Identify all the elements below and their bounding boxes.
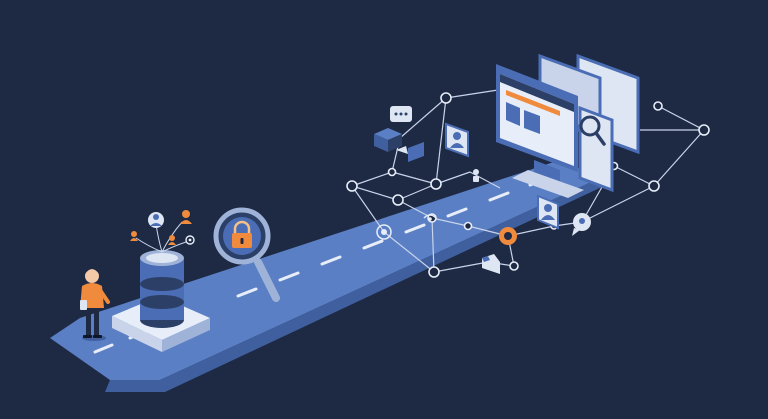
database-icon: [112, 250, 210, 352]
pathway-shadow-edge: [105, 178, 604, 392]
chat-bubble-icon: [572, 213, 591, 236]
user-avatar-icon: [148, 212, 164, 228]
user-card-icon: [445, 122, 469, 158]
network-node-icon: [387, 167, 397, 177]
screen-accent-bar: [506, 90, 560, 116]
person-icon: [180, 210, 192, 224]
network-node-icon: [428, 266, 440, 278]
network-node-icon: [648, 180, 660, 192]
person-icon: [168, 235, 176, 245]
person-small-icon: [473, 169, 479, 182]
pedestal-left: [112, 316, 162, 352]
data-packet-icon: [376, 224, 392, 240]
chat-bubble-icon: [390, 106, 412, 122]
magnifier-icon: [213, 207, 280, 302]
lock-icon: [232, 220, 252, 248]
network-node-icon: [440, 92, 452, 104]
network-node-icon: [509, 261, 519, 271]
data-pathway: [50, 160, 604, 392]
location-pin-icon: [499, 227, 517, 245]
folder-icon: [482, 254, 500, 274]
folder-icon: [374, 128, 402, 152]
user-card-icon: [537, 194, 559, 230]
pedestal-right: [162, 318, 210, 352]
side-panel: [578, 105, 614, 193]
person-icon: [130, 231, 138, 241]
target-icon: [185, 235, 195, 245]
monitor-icon: [496, 53, 640, 198]
person-icon: [80, 267, 110, 341]
network-node-icon: [653, 101, 663, 111]
database-connections: [135, 221, 187, 253]
search-icon: [579, 115, 606, 146]
tag-icon: [396, 142, 424, 162]
monitor-base: [512, 170, 584, 198]
screen-image-block: [506, 102, 520, 126]
pathway-surface: [50, 160, 600, 380]
network-node-icon: [698, 124, 710, 136]
screen-header-bar: [500, 74, 574, 112]
network-node-icon: [463, 221, 473, 231]
network-node-icon: [392, 194, 404, 206]
network-node-icon: [430, 178, 442, 190]
screen-image-block: [524, 110, 540, 134]
network-node-icon: [346, 180, 358, 192]
signal-icon: [423, 214, 437, 221]
